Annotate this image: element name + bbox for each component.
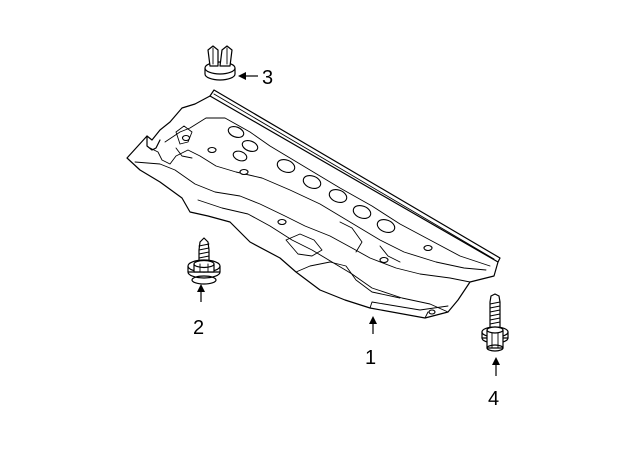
bolt-part bbox=[481, 293, 509, 352]
callout-arrow-4 bbox=[492, 357, 500, 376]
callout-label-4: 4 bbox=[488, 388, 499, 410]
callout-arrow-1 bbox=[369, 316, 377, 334]
callout-label-2: 2 bbox=[193, 317, 204, 339]
callout-arrow-3 bbox=[238, 72, 258, 80]
callout-label-1: 1 bbox=[365, 347, 376, 369]
push-clip-part bbox=[204, 45, 236, 81]
callout-label-3: 3 bbox=[262, 67, 273, 89]
splash-shield-part bbox=[126, 89, 501, 319]
screw-washer-part bbox=[187, 237, 221, 285]
callout-arrow-2 bbox=[197, 284, 205, 302]
